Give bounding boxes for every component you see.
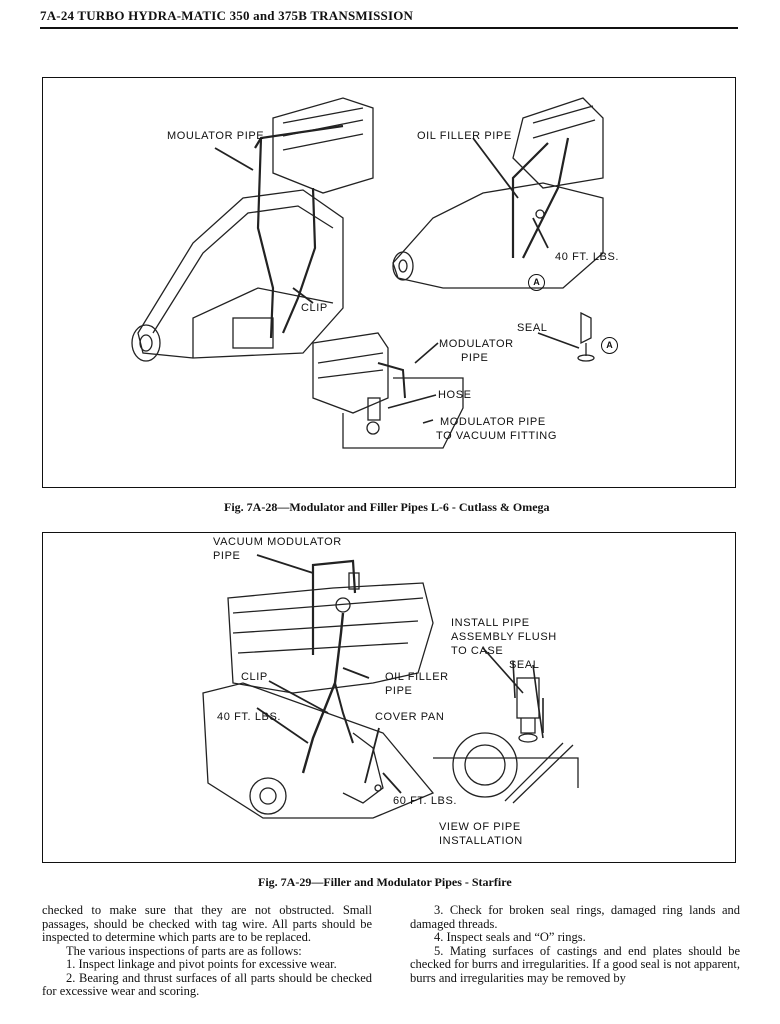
label-modulator-pipe-line1: MODULATOR xyxy=(439,338,514,350)
page-header: 7A-24 TURBO HYDRA-MATIC 350 and 375B TRA… xyxy=(40,8,414,23)
figure-caption-7a-28: Fig. 7A-28—Modulator and Filler Pipes L-… xyxy=(224,500,550,514)
label-vacuum-fitting-line1: MODULATOR PIPE xyxy=(440,416,546,428)
label-seal: SEAL xyxy=(517,322,548,334)
transmission-diagram-2 xyxy=(202,554,579,819)
label-seal-2: SEAL xyxy=(509,659,540,671)
label-vacuum-modulator-line1: VACUUM MODULATOR xyxy=(213,536,342,548)
transmission-diagram-1 xyxy=(131,97,604,449)
paragraph: The various inspections of parts are as … xyxy=(66,943,302,958)
label-oil-filler-line1: OIL FILLER xyxy=(385,671,449,683)
paragraph: 5. Mating surfaces of castings and end p… xyxy=(410,943,740,985)
label-torque-40: 40 FT. LBS. xyxy=(555,251,620,263)
paragraph: 3. Check for broken seal rings, damaged … xyxy=(410,903,740,931)
paragraph: 4. Inspect seals and “O” rings. xyxy=(434,930,586,944)
body-column-right: 3. Check for broken seal rings, damaged … xyxy=(410,903,740,985)
circle-a-marker-seal: A xyxy=(601,337,618,354)
label-torque-60: 60 FT. LBS. xyxy=(393,795,458,807)
label-install-line1: INSTALL PIPE xyxy=(451,617,530,629)
figure-7a-29: VACUUM MODULATOR PIPE INSTALL PIPE ASSEM… xyxy=(42,532,736,863)
paragraph: 1. Inspect linkage and pivot points for … xyxy=(66,957,337,971)
label-hose: HOSE xyxy=(438,389,472,401)
label-torque-40-2: 40 FT. LBS. xyxy=(217,711,282,723)
label-clip: CLIP xyxy=(301,302,328,314)
label-install-line3: TO CASE xyxy=(451,645,504,657)
label-oil-filler-line2: PIPE xyxy=(385,685,413,697)
body-column-left: checked to make sure that they are not o… xyxy=(42,903,372,999)
label-install-line2: ASSEMBLY FLUSH xyxy=(451,631,557,643)
paragraph: 2. Bearing and thrust surfaces of all pa… xyxy=(42,970,372,998)
figure-7a-28: MOULATOR PIPE OIL FILLER PIPE 40 FT. LBS… xyxy=(42,77,736,488)
label-view-line1: VIEW OF PIPE xyxy=(439,821,521,833)
circle-a-marker: A xyxy=(528,274,545,291)
label-view-line2: INSTALLATION xyxy=(439,835,523,847)
label-modulator-pipe: MOULATOR PIPE xyxy=(167,130,265,142)
label-vacuum-fitting-line2: TO VACUUM FITTING xyxy=(436,430,558,442)
header-rule xyxy=(40,27,738,29)
paragraph: checked to make sure that they are not o… xyxy=(42,903,372,944)
label-vacuum-modulator-line2: PIPE xyxy=(213,550,241,562)
label-cover-pan: COVER PAN xyxy=(375,711,445,723)
figure-caption-7a-29: Fig. 7A-29—Filler and Modulator Pipes - … xyxy=(258,875,512,889)
label-oil-filler-pipe: OIL FILLER PIPE xyxy=(417,130,512,142)
label-modulator-pipe-line2: PIPE xyxy=(461,352,489,364)
label-clip-2: CLIP xyxy=(241,671,268,683)
